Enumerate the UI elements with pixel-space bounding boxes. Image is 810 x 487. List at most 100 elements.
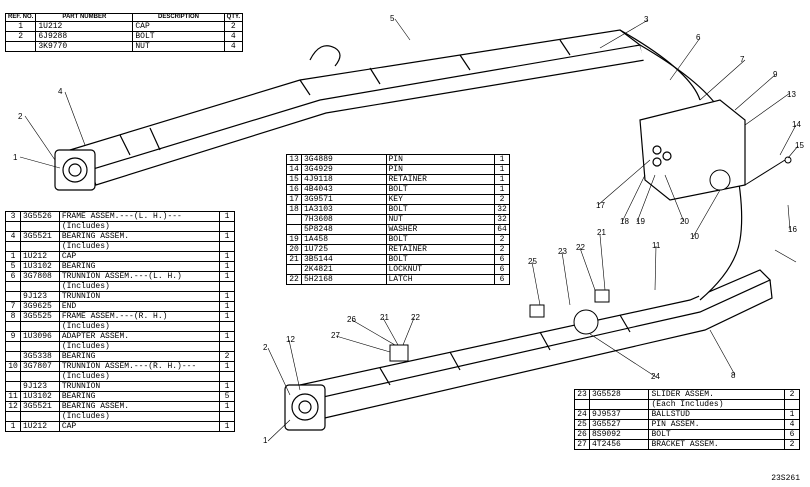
parts-table-top: REF. NO. PART NUMBER DESCRIPTION QTY. 1 … — [4, 13, 244, 52]
ref-cell: 3 — [5, 211, 21, 222]
qty-cell: 1 — [219, 231, 235, 242]
description-cell: BOLT — [385, 184, 495, 195]
description-cell: (Includes) — [58, 281, 221, 292]
description-cell: FRAME ASSEM.---(R. H.) — [58, 311, 221, 322]
part-number-cell: 9J123 — [20, 381, 60, 392]
qty-cell: 2 — [494, 194, 510, 205]
table-row: 1 1U212 CAP 2 — [4, 21, 244, 32]
part-number-cell — [20, 241, 60, 252]
description-cell: (Includes) — [58, 411, 221, 422]
table-row: (Includes) — [5, 411, 235, 422]
qty-cell: 2 — [784, 389, 800, 400]
callout-26: 26 — [347, 315, 356, 324]
part-number-cell: 1U212 — [20, 421, 60, 432]
part-number-cell: 3G5527 — [588, 419, 650, 430]
part-number-cell: 1U3102 — [20, 261, 60, 272]
description-cell: (Includes) — [58, 321, 221, 332]
table-row: (Includes) — [5, 371, 235, 382]
part-number-cell: 1A458 — [301, 234, 387, 245]
ref-cell: 9 — [5, 331, 21, 342]
description-cell: BEARING — [58, 261, 221, 272]
ref-cell — [5, 221, 21, 232]
description-cell: PIN — [385, 164, 495, 175]
callout-25: 25 — [528, 257, 537, 266]
qty-cell: 5 — [219, 391, 235, 402]
description-header: DESCRIPTION — [132, 13, 225, 22]
callout-13: 13 — [787, 90, 796, 99]
ref-cell — [4, 41, 37, 52]
description-cell: BOLT — [132, 31, 225, 42]
ref-cell: 8 — [5, 311, 21, 322]
table-row: (Each Includes) — [574, 399, 800, 410]
part-number-cell: 2K4821 — [301, 264, 387, 275]
ref-cell: 2 — [4, 31, 37, 42]
ref-cell: 14 — [286, 164, 302, 175]
qty-cell: 1 — [219, 421, 235, 432]
callout-9: 9 — [773, 70, 778, 79]
qty-cell — [784, 399, 800, 410]
slider-hardware — [389, 156, 792, 362]
qty-header: QTY. — [223, 13, 244, 22]
description-cell: (Each Includes) — [648, 399, 785, 410]
qty-cell: 2 — [223, 21, 244, 32]
part-number-cell — [20, 221, 60, 232]
description-cell: TRUNNION ASSEM.---(L. H.) — [58, 271, 221, 282]
description-cell: PIN ASSEM. — [648, 419, 785, 430]
qty-cell: 6 — [784, 429, 800, 440]
description-cell: LOCKNUT — [385, 264, 495, 275]
ref-cell: 1 — [4, 21, 37, 32]
description-cell: CAP — [132, 21, 225, 32]
ref-cell: 22 — [286, 274, 302, 285]
part-number-cell: 9J123 — [20, 291, 60, 302]
description-cell: RETAINER — [385, 174, 495, 185]
description-cell: PIN — [385, 154, 495, 165]
part-number-cell — [20, 411, 60, 422]
description-cell: BRACKET ASSEM. — [648, 439, 785, 450]
qty-cell: 1 — [219, 261, 235, 272]
qty-cell: 1 — [219, 211, 235, 222]
part-number-cell: 4J9118 — [301, 174, 387, 185]
ref-cell — [5, 381, 21, 392]
callout-11: 11 — [652, 241, 661, 250]
ref-cell: 19 — [286, 234, 302, 245]
part-number-cell: 3K9770 — [35, 41, 134, 52]
description-cell: BEARING — [58, 391, 221, 402]
callout-17: 17 — [596, 201, 605, 210]
ref-cell — [5, 241, 21, 252]
part-number-cell — [20, 321, 60, 332]
ref-cell: 24 — [574, 409, 590, 420]
description-cell: (Includes) — [58, 221, 221, 232]
description-cell: TRUNNION ASSEM.---(R. H.)--- — [58, 361, 221, 372]
callout-19: 19 — [636, 217, 645, 226]
part-number-cell: 4B4043 — [301, 184, 387, 195]
ref-cell — [5, 411, 21, 422]
callout-21: 21 — [597, 228, 606, 237]
ref-cell — [5, 321, 21, 332]
qty-cell: 1 — [219, 311, 235, 322]
ref-no-header: REF. NO. — [4, 13, 37, 22]
ref-cell: 1 — [5, 421, 21, 432]
description-cell: END — [58, 301, 221, 312]
callout-2: 2 — [263, 343, 268, 352]
ref-cell — [5, 351, 21, 362]
ref-cell: 16 — [286, 184, 302, 195]
description-cell: CAP — [58, 251, 221, 262]
part-number-cell: 3G5525 — [20, 311, 60, 322]
description-cell: TRUNNION — [58, 291, 221, 302]
description-cell: KEY — [385, 194, 495, 205]
callout-15: 15 — [795, 141, 804, 150]
part-number-cell: 3G9625 — [20, 301, 60, 312]
